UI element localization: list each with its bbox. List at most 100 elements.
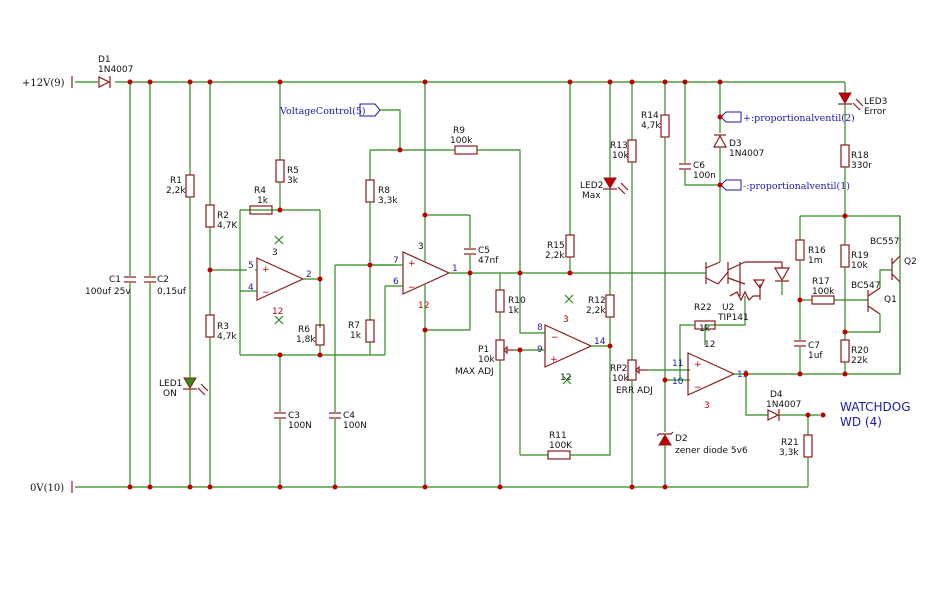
diode-d3 [712,82,728,262]
led1-value: ON [163,389,177,399]
resistor-r15 [565,82,575,273]
svg-text:+: + [262,265,270,275]
resistor-r13 [627,82,637,360]
d4-ref: D4 [770,390,783,400]
net-label-prop-plus: +:proportionalventil(2) [743,113,855,124]
rail-12v [71,76,845,88]
r10-ref: R10 [508,296,526,306]
r18-value: 330r [851,161,872,171]
capacitor-c1 [124,82,136,487]
q1-ref: Q1 [884,295,897,305]
led-led3 [838,82,864,145]
c7-ref: C7 [808,341,820,351]
q2-value: BC557 [870,237,899,247]
r14-ref: R14 [641,111,659,121]
r1-ref: R1 [170,176,182,186]
resistor-r9 [454,145,478,155]
r9-value: 100k [450,136,473,146]
transistor-q2 [891,216,901,374]
r9-ref: R9 [453,126,465,136]
p1-ref: P1 [478,345,489,355]
d1-value: 1N4007 [98,65,133,75]
rp2-note: ERR ADJ [616,386,653,396]
potentiometer-p1 [495,339,515,487]
u1d-pin-vee: 3 [704,401,710,411]
r19-value: 10k [851,261,868,271]
svg-text:+: + [408,259,416,269]
svg-text:−: − [262,288,270,298]
capacitor-c7 [794,340,806,374]
u1b-pin-out: 1 [452,264,458,274]
d4-value: 1N4007 [766,400,801,410]
r12-value: 2,2k [586,306,606,316]
opamp-u1a: + − [256,257,305,301]
u2-value: TIP141 [717,313,749,323]
led2-ref: LED2 [580,181,603,191]
r20-ref: R20 [851,346,869,356]
r18-ref: R18 [851,151,869,161]
led1-ref: LED1 [159,379,182,389]
port-voltage-control [359,103,401,150]
r20-value: 22k [851,356,868,366]
r1-value: 2,2k [166,186,186,196]
net-label-voltage-control: VoltageControl(5) [279,106,366,117]
resistor-r7 [365,150,375,355]
resistor-r3 [205,314,215,487]
r6-value: 1,8k [296,335,316,345]
potentiometer-rp2 [627,359,648,487]
opamp-u1d: + − [687,352,736,396]
r16-value: 1m [808,256,823,266]
c4-value: 100N [343,421,367,431]
r13-ref: R13 [610,141,628,151]
p1-value: 10k [478,355,495,365]
r19-ref: R19 [851,251,869,261]
c2-value: 0,15uf [157,287,187,297]
r16-ref: R16 [808,246,826,256]
port-prop-minus [720,179,742,191]
r6-ref: R6 [298,325,310,335]
rp2-ref: RP2 [610,364,627,374]
resistor-r2 [205,82,215,315]
u1a-pin-plus: 5 [248,261,254,271]
led3-ref: LED3 [864,97,887,107]
resistor-r16 [795,216,805,340]
c1-value: 100uf 25v [85,287,131,297]
p1-note: MAX ADJ [455,367,494,377]
q2-ref: Q2 [904,257,917,267]
c1-ref: C1 [109,275,121,285]
u1b-pin-minus: 6 [393,277,399,287]
net-label-prop-minus: -:proportionalventil(1) [743,181,850,192]
u2-ref: U2 [722,303,734,313]
r2-value: 4,7K [217,221,238,231]
resistor-r4 [249,205,273,215]
led-led1 [183,377,209,487]
opamp-u1b: + − [402,251,451,295]
net-label-watchdog: WATCHDOG [840,400,911,414]
zener-d2 [656,431,674,487]
resistor-r18 [840,144,850,216]
r14-value: 4,7k [641,121,661,131]
port-prop-plus [720,111,742,123]
net-label-wd4: WD (4) [840,415,882,429]
resistor-r10 [495,273,505,340]
resistor-r17 [800,295,868,305]
c3-value: 100N [288,421,312,431]
c3-ref: C3 [288,411,300,421]
d3-value: 1N4007 [729,149,764,159]
resistor-r14 [660,82,670,432]
resistor-r1 [185,82,195,378]
r7-value: 1k [350,331,362,341]
u1b-pin-vee: 12 [418,301,429,311]
diode-d4 [745,374,820,421]
u1a-pin-out: 2 [306,270,312,280]
c7-value: 1uf [808,351,823,361]
u1c-pin-out: 14 [594,337,606,347]
r13-value: 10k [612,151,629,161]
u1c-pin-minus: 8 [537,323,543,333]
r7-ref: R7 [348,321,360,331]
r15-value: 2,2k [545,251,565,261]
d3-ref: D3 [729,139,742,149]
svg-text:+: + [550,355,558,365]
r17-value: 100k [812,287,835,297]
